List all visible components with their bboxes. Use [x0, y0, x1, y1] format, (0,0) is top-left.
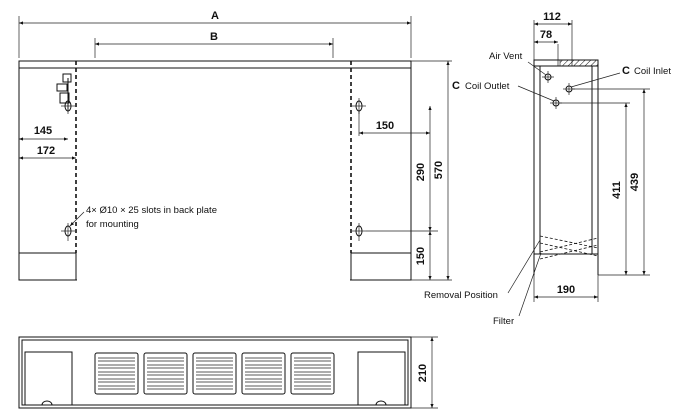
dim-78-label: 78 — [540, 29, 552, 41]
grille-section-4 — [241, 352, 286, 395]
slot-note-line2: for mounting — [86, 219, 139, 230]
dim-145-label: 145 — [34, 125, 52, 137]
grille-section-1 — [94, 352, 139, 395]
left-access-panel — [24, 351, 73, 406]
dim-a-label: A — [211, 10, 219, 22]
wall-hatch — [559, 59, 599, 67]
front-view: A B — [18, 10, 452, 281]
filter-label: Filter — [493, 316, 514, 327]
grille-section-2 — [143, 352, 188, 395]
mounting-slot-icon — [61, 98, 75, 114]
top-view-outline — [18, 336, 412, 409]
dim-570-label: 570 — [433, 161, 445, 179]
dim-210-label: 210 — [417, 364, 429, 382]
dim-172-label: 172 — [37, 145, 55, 157]
removal-position-label: Removal Position — [424, 290, 498, 301]
side-view: 112 78 Air Vent C Coi — [424, 11, 671, 327]
filter-removal-outline — [539, 235, 599, 260]
right-access-panel — [357, 351, 406, 406]
dim-411-label: 411 — [611, 181, 623, 199]
unit-body-outline — [18, 60, 412, 281]
mounting-slot-icon — [61, 223, 75, 241]
air-vent-fitting-icon — [542, 71, 554, 83]
grille-section-3 — [192, 352, 237, 395]
dim-112-label: 112 — [543, 11, 561, 23]
side-body-outline — [533, 59, 599, 255]
grille-section-5 — [290, 352, 335, 395]
coil-inlet-label: Coil Inlet — [634, 66, 671, 77]
coil-inlet-letter: C — [622, 65, 630, 77]
slot-note-line1: 4× Ø10 × 25 slots in back plate — [86, 205, 217, 216]
dim-290-label: 290 — [415, 163, 427, 181]
dim-150-horizontal-label: 150 — [376, 120, 394, 132]
dim-b-label: B — [210, 31, 218, 43]
air-vent-label: Air Vent — [489, 51, 523, 62]
mounting-slot-icon — [352, 223, 366, 241]
top-view: 210 — [18, 336, 438, 409]
dim-150-vertical-label: 150 — [415, 247, 427, 265]
coil-outlet-letter: C — [452, 80, 460, 92]
valve-fitting-icon — [56, 73, 72, 110]
dim-439-label: 439 — [629, 173, 641, 191]
dim-190-label: 190 — [557, 284, 575, 296]
coil-outlet-label: Coil Outlet — [465, 81, 510, 92]
